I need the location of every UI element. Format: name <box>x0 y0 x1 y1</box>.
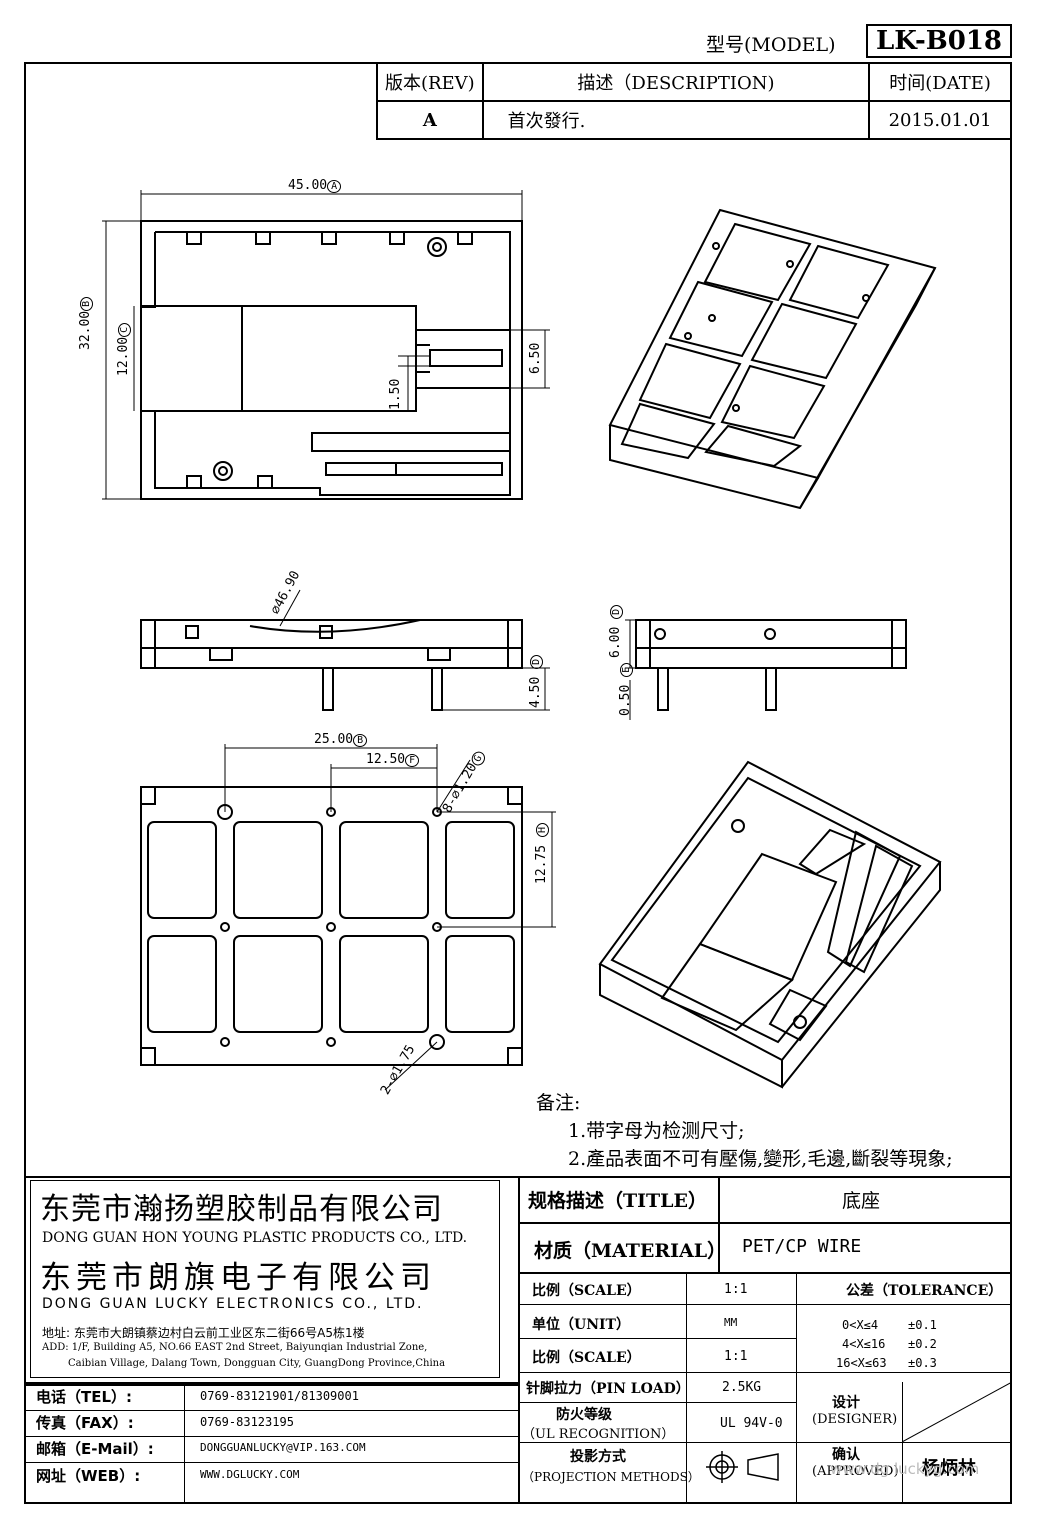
dim-body-height-tag: D <box>610 604 623 619</box>
dim-width-tag: A <box>327 180 342 193</box>
dim-inner-height-tag: C <box>118 322 131 337</box>
dim-inner-height: 12.00C <box>116 322 131 376</box>
company-address-en-2: Caibian Village, Dalang Town, Dongguan C… <box>68 1358 446 1369</box>
note-2: 2.產品表面不可有壓傷,變形,毛邊,斷裂等現象; <box>568 1148 953 1170</box>
web-label: 网址（WEB）: <box>36 1467 141 1485</box>
dim-row-pitch-tag: H <box>536 823 549 838</box>
tolerance-range-1: 0<X≤4 <box>842 1318 879 1332</box>
iso-view-top <box>598 760 942 1089</box>
company-inner-border <box>30 1180 500 1378</box>
revision-table: 版本(REV) 描述（DESCRIPTION) 时间(DATE) A 首次發行.… <box>376 62 1012 140</box>
scale2-value: 1:1 <box>724 1349 748 1364</box>
rev-header: 版本(REV) <box>376 62 484 102</box>
pinload-label: 针脚拉力（PIN LOAD） <box>526 1381 690 1397</box>
fax-value: 0769-83123195 <box>200 1415 294 1429</box>
designer-label-2: (DESIGNER) <box>812 1412 898 1427</box>
approved-value: 杨炳林 <box>922 1458 976 1479</box>
date-header: 时间(DATE) <box>868 62 1012 102</box>
company-name-en-2: DONG GUAN LUCKY ELECTRONICS CO., LTD. <box>42 1296 424 1312</box>
notes-title: 备注: <box>536 1092 581 1114</box>
proj-label-2: （PROJECTION METHODS） <box>522 1470 700 1484</box>
email-label: 邮箱（E-Mail）: <box>36 1440 154 1458</box>
ul-value: UL 94V-0 <box>720 1416 783 1431</box>
unit-value: MM <box>724 1316 738 1329</box>
tolerance-range-3: 16<X≤63 <box>836 1356 887 1370</box>
front-view <box>140 619 523 711</box>
dim-pin-pitch-tag: F <box>405 754 420 767</box>
title-label: 规格描述（TITLE） <box>528 1190 708 1212</box>
top-view <box>140 220 523 500</box>
tolerance-value-1: ±0.1 <box>908 1318 937 1332</box>
spec-block <box>518 1176 1012 1504</box>
description-value: 首次發行. <box>481 100 871 140</box>
iso-view-bottom <box>608 208 937 510</box>
dim-slot-gap: 1.50 <box>388 378 403 410</box>
company-name-en-1: DONG GUAN HON YOUNG PLASTIC PRODUCTS CO.… <box>42 1230 468 1246</box>
dim-row-pitch: 12.75 H <box>534 823 549 884</box>
dim-base-offset-tag: E <box>620 662 633 677</box>
company-address-en-1: ADD: 1/F, Building A5, NO.66 EAST 2nd St… <box>42 1342 428 1353</box>
company-name-cn-1: 东莞市瀚扬塑胶制品有限公司 <box>40 1192 443 1227</box>
date-value: 2015.01.01 <box>868 100 1012 140</box>
company-address-cn: 地址: 东莞市大朗镇蔡边村白云前工业区东二街66号A5栋1楼 <box>42 1326 365 1340</box>
material-label: 材质（MATERIAL） <box>534 1240 727 1262</box>
title-value: 底座 <box>842 1190 881 1212</box>
tel-label: 电话（TEL）: <box>36 1388 133 1406</box>
dim-height: 32.00B <box>78 296 93 350</box>
ul-label-2: （UL RECOGNITION） <box>522 1427 675 1442</box>
dim-pin-span-tag: B <box>353 734 368 747</box>
email-value: DONGGUANLUCKY@VIP.163.COM <box>200 1441 366 1454</box>
company-name-cn-2: 东莞市朗旗电子有限公司 <box>40 1260 436 1296</box>
web-value: WWW.DGLUCKY.COM <box>200 1468 300 1481</box>
tolerance-label: 公差（TOLERANCE） <box>846 1283 1003 1299</box>
approved-label-2: (APPROVED) <box>812 1464 899 1479</box>
ul-label-1: 防火等级 <box>556 1407 612 1423</box>
model-label: 型号(MODEL) <box>706 34 836 56</box>
model-number: LK-B018 <box>866 24 1012 58</box>
tolerance-range-2: 4<X≤16 <box>842 1337 886 1351</box>
dim-body-height: 6.00 D <box>608 604 623 658</box>
dim-pin-length: 4.50 D <box>528 654 543 708</box>
description-header: 描述（DESCRIPTION) <box>481 62 871 102</box>
unit-label: 单位（UNIT） <box>532 1317 630 1333</box>
dim-height-tag: B <box>80 296 93 311</box>
rev-value: A <box>376 100 484 140</box>
bottom-view <box>140 786 523 1066</box>
scale-label: 比例（SCALE） <box>532 1283 641 1299</box>
side-view <box>635 619 907 711</box>
technical-drawing <box>102 190 942 1091</box>
pinload-value: 2.5KG <box>722 1380 762 1395</box>
designer-label-1: 设计 <box>832 1395 860 1411</box>
scale-value: 1:1 <box>724 1282 748 1297</box>
proj-label-1: 投影方式 <box>570 1449 626 1465</box>
dim-pin-length-tag: D <box>530 654 543 669</box>
dim-slot-height: 6.50 <box>528 342 543 374</box>
dim-base-offset: 0.50 E <box>618 662 633 716</box>
approved-label-1: 确认 <box>832 1447 860 1463</box>
watermark: www.dg luckyg.com <box>830 1460 980 1478</box>
projection-symbol-icon <box>706 1451 779 1483</box>
fax-label: 传真（FAX）: <box>36 1414 134 1432</box>
tolerance-value-3: ±0.3 <box>908 1356 937 1370</box>
note-1: 1.带字母为检测尺寸; <box>568 1120 745 1142</box>
tolerance-value-2: ±0.2 <box>908 1337 937 1351</box>
scale2-label: 比例（SCALE） <box>532 1350 641 1366</box>
tel-value: 0769-83121901/81309001 <box>200 1389 359 1403</box>
material-value: PET/CP WIRE <box>742 1236 862 1257</box>
